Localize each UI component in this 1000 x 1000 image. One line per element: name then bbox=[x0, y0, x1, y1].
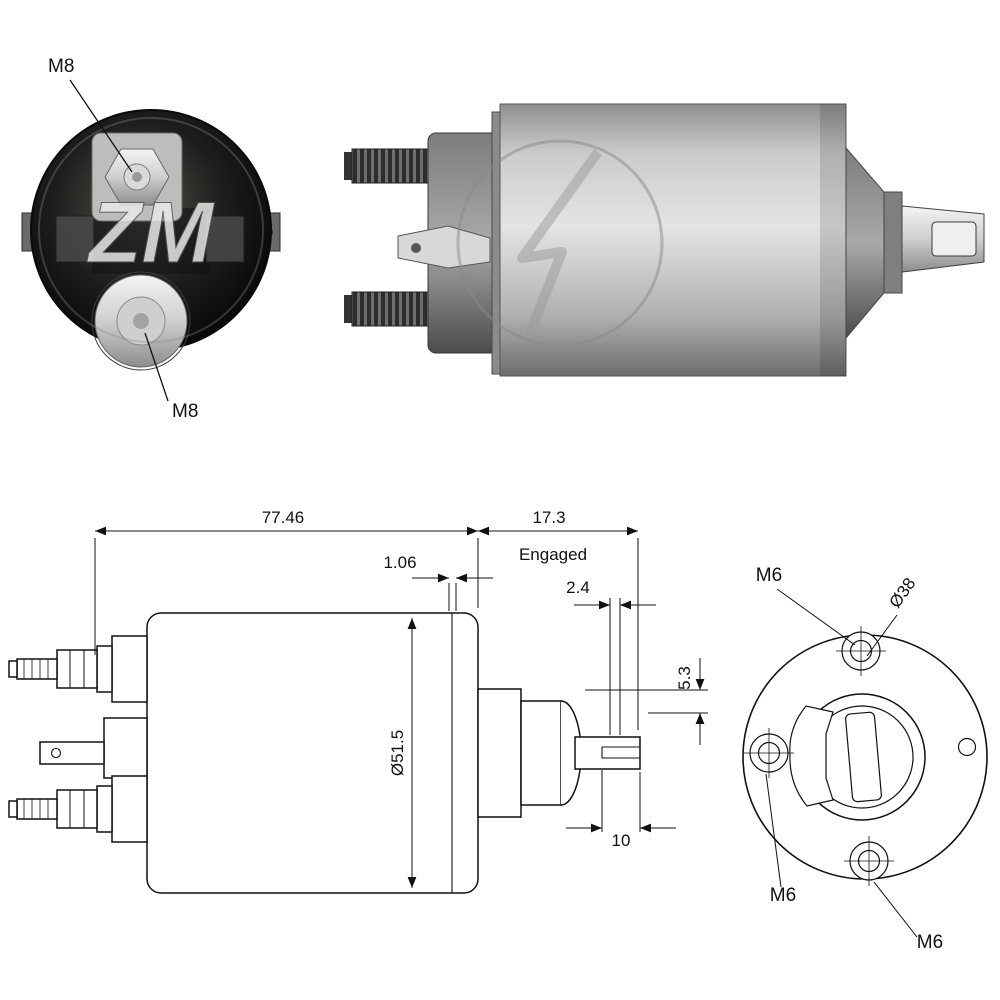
front-m6-bottom-label: M6 bbox=[917, 932, 943, 953]
drawing-side-view bbox=[8, 612, 641, 894]
leader-m6-left bbox=[765, 773, 782, 888]
shoulder-photo bbox=[845, 146, 885, 340]
leader-m8-top bbox=[69, 79, 133, 173]
dim-fork-slot-length: 10 bbox=[612, 831, 631, 850]
engaged-label: Engaged bbox=[519, 545, 587, 564]
dim-engaged-length: 17.3 bbox=[532, 508, 565, 527]
leader-m8-bottom bbox=[144, 332, 169, 402]
watermark-zm-letters: ZM bbox=[86, 185, 216, 281]
rear-terminal-top-label: M8 bbox=[48, 56, 74, 77]
rear-terminal-bottom bbox=[91, 271, 191, 371]
dim-flange-thickness: 1.06 bbox=[383, 553, 416, 572]
dim-body-diameter: Ø51.5 bbox=[388, 730, 407, 776]
rear-terminal-top bbox=[91, 132, 183, 222]
drawing-front-view bbox=[742, 588, 988, 938]
photo-rear-view: ZM M8 M8 bbox=[21, 56, 281, 422]
watermark-circle-rear bbox=[38, 117, 264, 343]
clevis-hole-photo bbox=[931, 221, 977, 257]
front-m6-left-label: M6 bbox=[770, 885, 796, 906]
spade-terminal-photo bbox=[397, 225, 491, 269]
leader-m6-top bbox=[776, 588, 856, 646]
dim-fork-offset: 5.3 bbox=[675, 666, 694, 690]
dimensions-side-view bbox=[94, 526, 708, 888]
drawing-texts: 77.46 17.3 Engaged 1.06 2.4 5.3 Ø51.5 10… bbox=[262, 508, 943, 953]
dim-plunger-gap: 2.4 bbox=[566, 578, 590, 597]
rear-terminal-bottom-label: M8 bbox=[172, 401, 198, 422]
stud-top-photo bbox=[351, 148, 433, 184]
technical-drawing bbox=[8, 526, 988, 938]
leader-m6-bottom bbox=[873, 881, 918, 938]
front-bolt-circle-label: Ø38 bbox=[885, 574, 919, 611]
watermark-emblem bbox=[456, 139, 664, 347]
leader-d38 bbox=[866, 614, 898, 657]
dim-overall-length: 77.46 bbox=[262, 508, 305, 527]
photo-side-view bbox=[344, 103, 985, 377]
front-m6-top-label: M6 bbox=[756, 565, 782, 586]
stud-bottom-photo bbox=[351, 291, 433, 327]
solenoid-body-photo bbox=[499, 103, 847, 377]
